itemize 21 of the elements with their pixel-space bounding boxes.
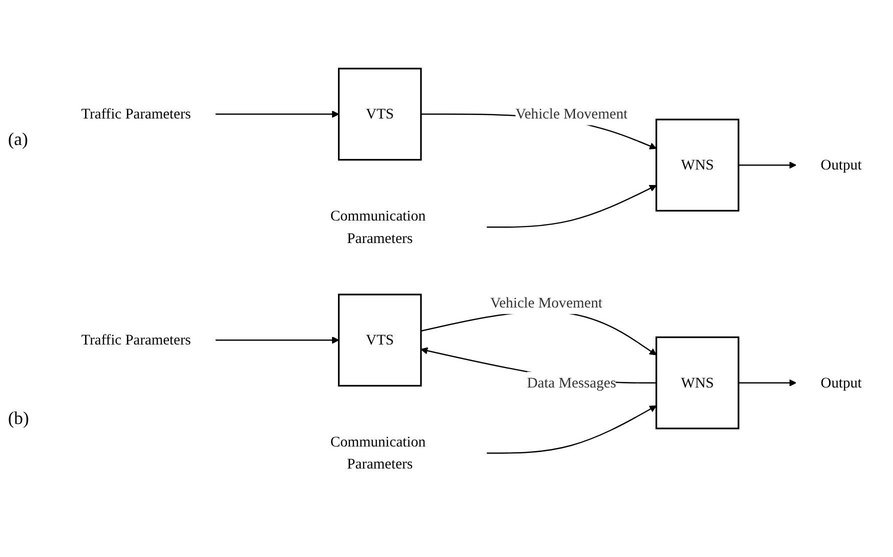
arrow [486,406,657,454]
node-text: Communication Parameters [330,434,426,472]
arrow [738,162,796,170]
edge-label: Data Messages [526,374,616,392]
node-text: Communication Parameters [330,208,426,246]
node-text: Output [820,156,862,174]
node-text: Traffic Parameters [81,332,191,348]
node-box: VTS [338,68,422,161]
arrow [216,336,340,344]
edge-label: Vehicle Movement [490,294,602,312]
panel-label: (b) [8,408,29,429]
panel-label: (a) [8,129,28,150]
node-text: Output [820,374,862,392]
node-box: WNS [656,336,740,430]
edge-label: Vehicle Movement [515,106,628,122]
node-box: VTS [338,294,422,387]
node-text: Traffic Parameters [81,106,191,122]
arrow [738,380,796,387]
node-box: WNS [656,119,740,212]
arrow [486,185,657,228]
arrow [216,110,340,118]
